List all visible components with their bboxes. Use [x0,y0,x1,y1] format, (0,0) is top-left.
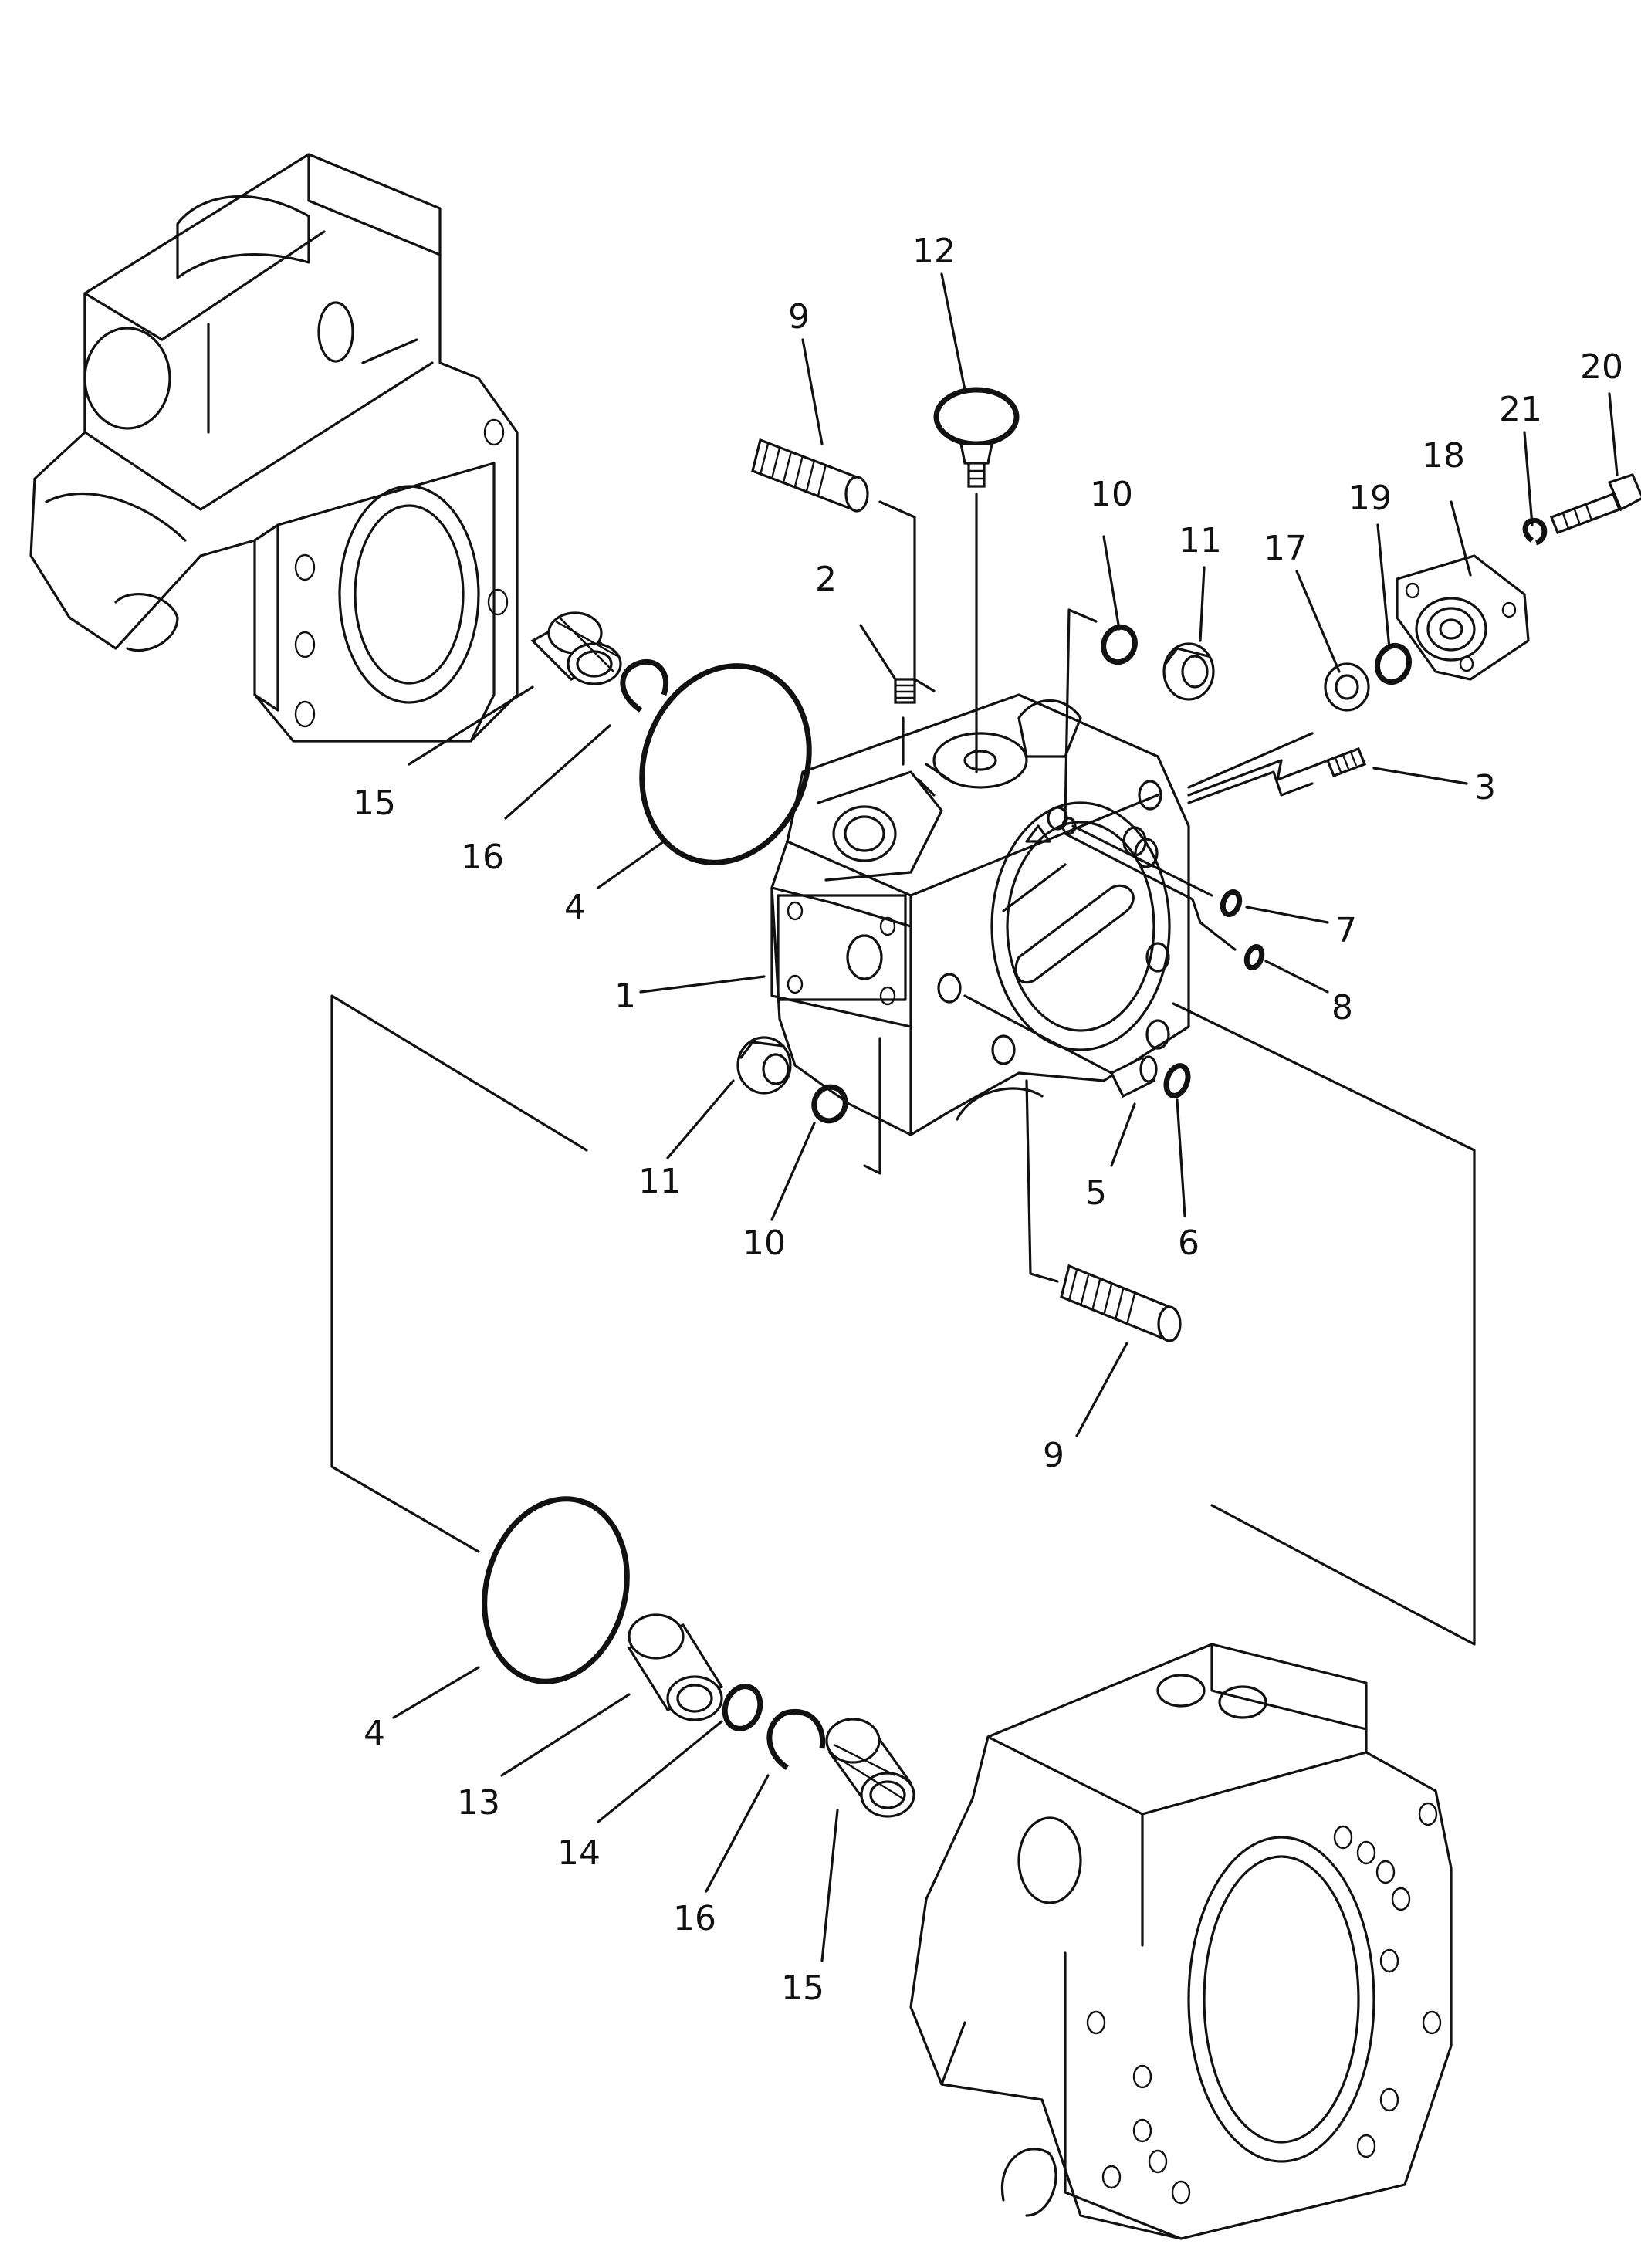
callout-17: 17 [1264,529,1307,568]
callout-9-lower: 9 [1043,1436,1064,1475]
leader-stud-9-lower [1025,1079,1059,1283]
assembly-line-left [330,994,588,1553]
bearing-15-lower [825,1718,915,1818]
eye-bolt-12 [933,387,1020,488]
leader-cover-line-b [1187,732,1314,789]
callout-5: 5 [1085,1173,1107,1213]
o-ring-8 [1243,943,1265,971]
nut-11-upper [1162,642,1215,701]
plug-3 [1325,746,1367,778]
callout-19: 19 [1348,479,1392,518]
upper-left-pump-housing [29,153,519,743]
lock-washer-21 [1522,517,1548,546]
callout-16-lower: 16 [673,1899,716,1938]
callout-15-upper: 15 [353,784,396,823]
callout-7: 7 [1335,911,1357,950]
o-ring-6 [1163,1063,1191,1098]
center-block [770,693,1190,1136]
bearing-15-upper [530,611,622,685]
leader-nut-lower [863,1037,881,1175]
o-ring-4-upper [639,663,812,865]
callout-9-upper: 9 [788,297,810,337]
callout-3: 3 [1474,768,1496,807]
callout-2: 2 [815,560,837,599]
leader-o-ring-7 [1071,824,1213,897]
callout-8: 8 [1331,988,1353,1027]
callout-10-lower: 10 [743,1224,786,1263]
washer-10-upper [1101,624,1138,665]
callout-4-lower: 4 [364,1714,385,1753]
o-ring-19 [1374,642,1413,685]
leader-plug-3 [1187,770,1314,804]
callout-12: 12 [912,232,956,271]
stud-9-lower [1060,1264,1182,1342]
washer-14 [722,1684,763,1731]
assembly-line-right [1172,1002,1476,1646]
snap-ring-16-lower [766,1708,826,1770]
leader-pin-5 [963,994,1113,1075]
washer-10-lower [811,1084,848,1124]
nut-11-lower [736,1036,792,1095]
bolt-20 [1549,473,1641,535]
plug-2 [894,678,916,704]
callout-labels: 1 2 3 4 4 5 6 7 8 9 9 10 10 11 11 12 13 … [353,232,1623,2008]
callout-14: 14 [557,1833,601,1873]
callout-18: 18 [1422,436,1465,476]
callout-20: 20 [1580,347,1623,387]
callout-11-upper: 11 [1179,521,1222,560]
callout-6: 6 [1178,1224,1199,1263]
bushing-13 [627,1613,724,1721]
o-ring-7 [1220,889,1243,918]
part-17 [1324,662,1370,712]
callout-10-upper: 10 [1090,475,1133,514]
callout-4-upper: 4 [564,888,586,927]
stud-9-upper [751,438,869,513]
pin-5 [1109,1055,1158,1098]
leader-o-ring-8 [1064,832,1237,951]
leader-cover-line-a [1187,747,1360,797]
callout-11-lower: 11 [638,1162,682,1201]
callout-21: 21 [1499,390,1542,429]
callout-13: 13 [457,1783,500,1823]
leader-stud-9-upper [878,500,936,692]
snap-ring-16-upper [620,658,669,713]
callout-1: 1 [614,977,636,1016]
callout-16-upper: 16 [461,838,504,877]
cover-18 [1396,554,1530,681]
callout-leaders [392,272,1619,1962]
callout-15-lower: 15 [781,1968,824,2008]
lower-right-pump-housing [909,1643,1453,2240]
o-ring-4-lower [482,1496,630,1684]
leader-nut-upper [1064,608,1098,820]
